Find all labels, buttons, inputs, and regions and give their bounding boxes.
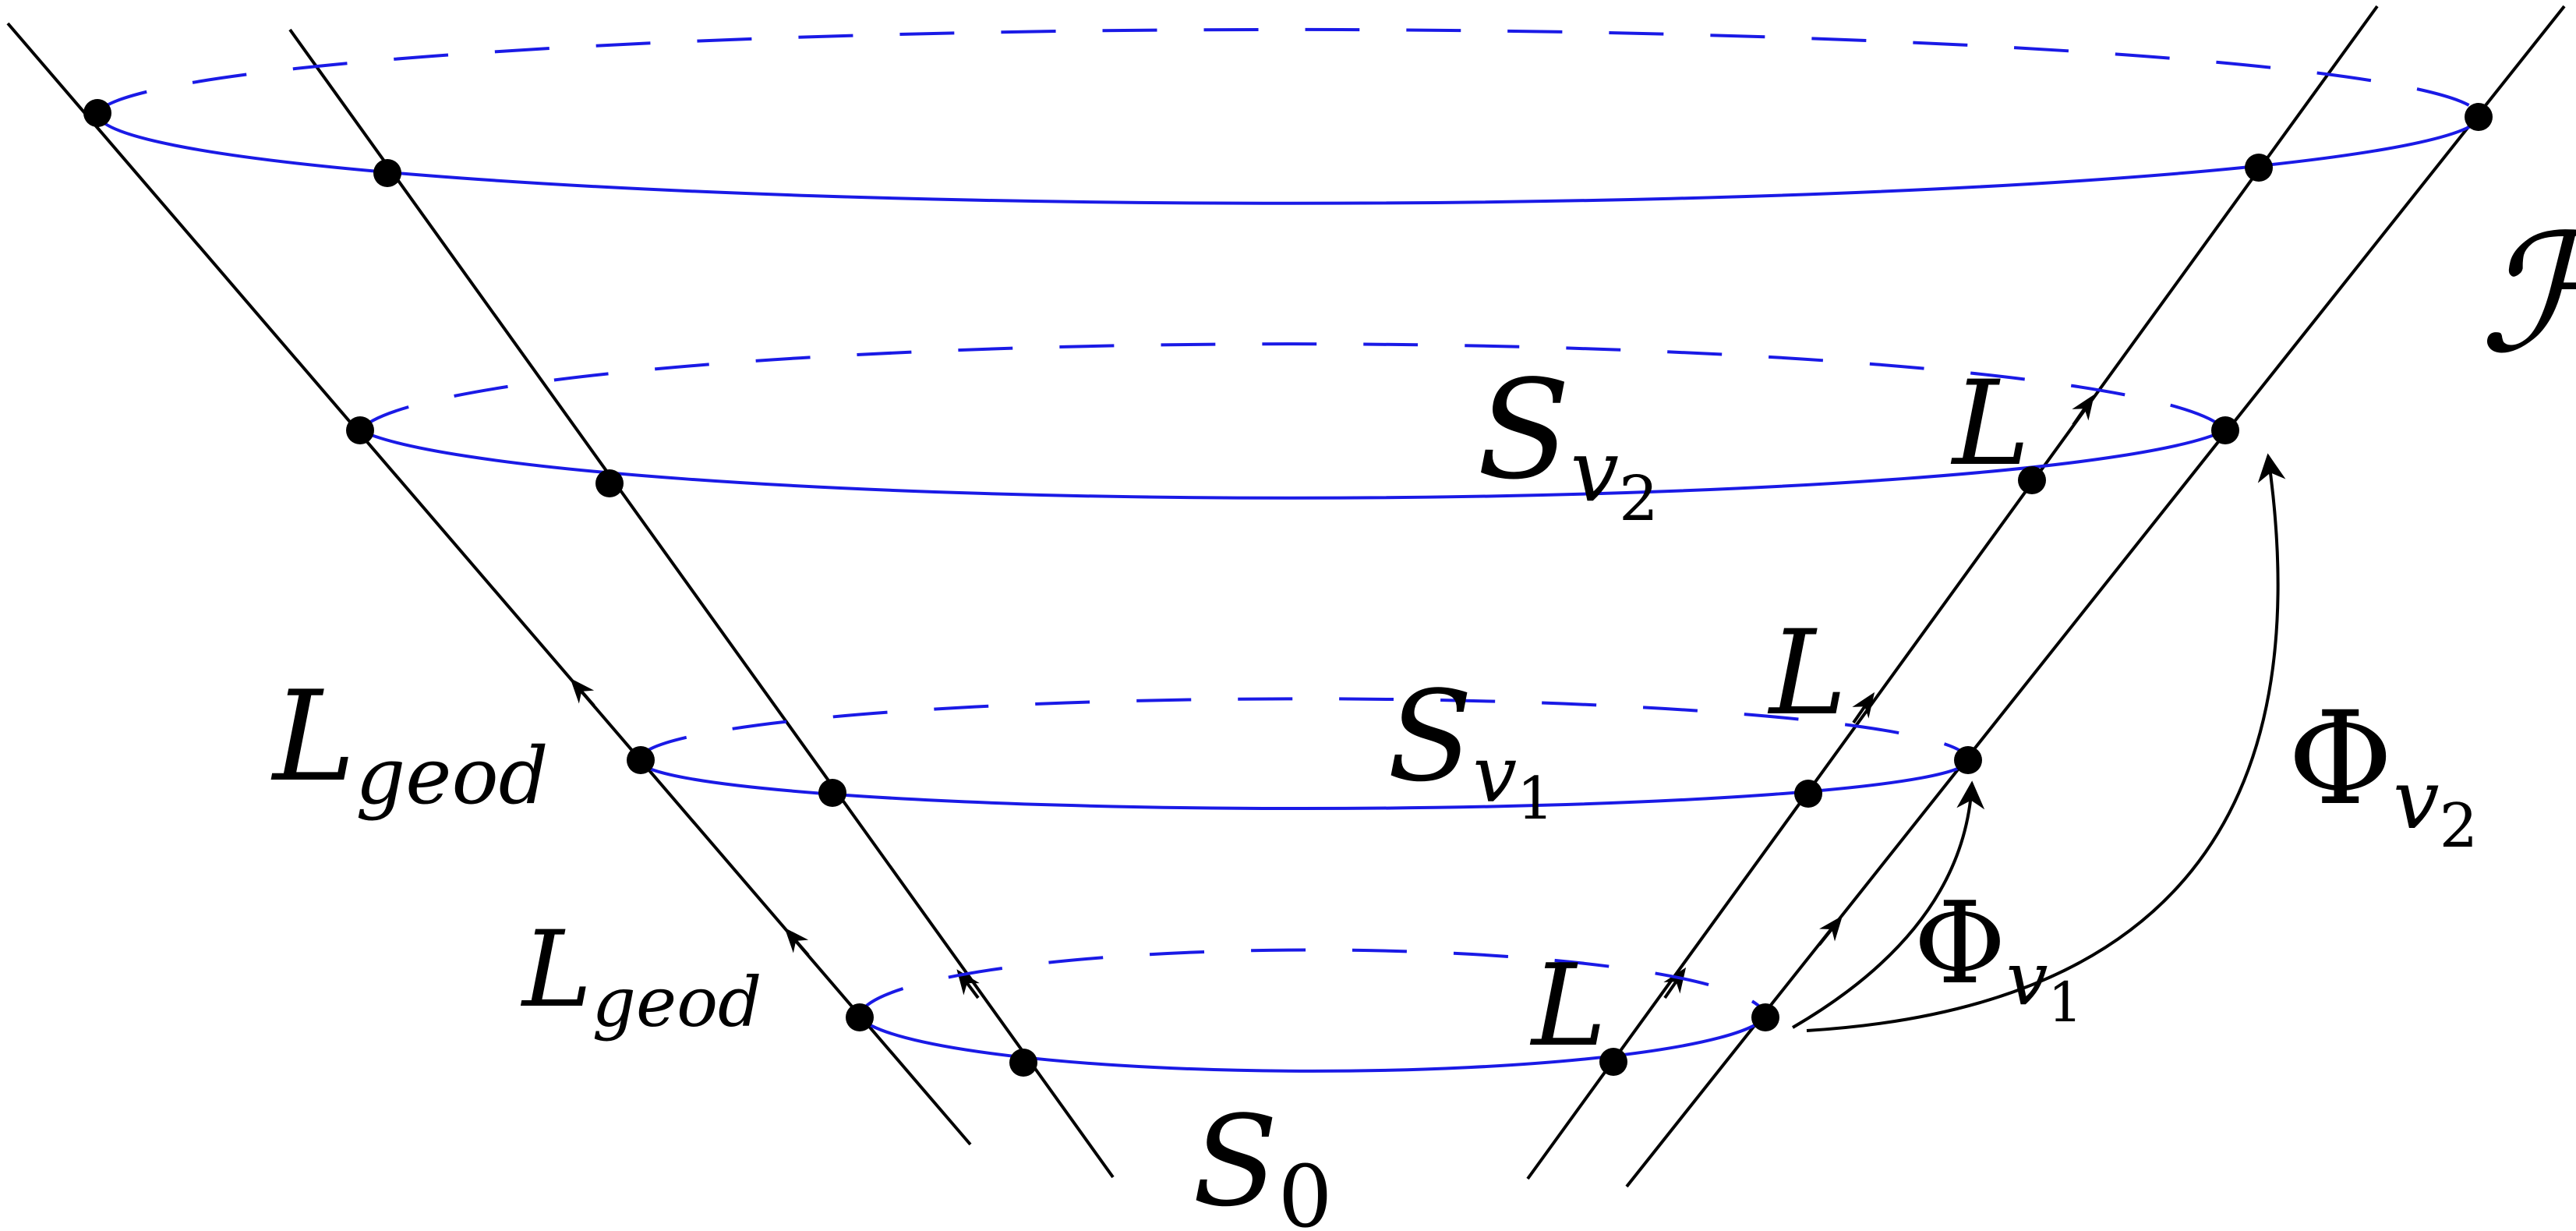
flow-arrows (1791, 453, 2286, 1032)
section-sv1-back (638, 697, 1970, 761)
label-l-geod-upper: Lgeod (270, 663, 549, 822)
point (346, 416, 374, 444)
horizon-label: ℋ (2479, 199, 2576, 390)
point (1599, 1048, 1627, 1076)
intersection-points (83, 99, 2493, 1077)
point (83, 99, 111, 127)
point (818, 779, 846, 807)
label-s-0: S0 (1193, 1088, 1333, 1231)
label-l-top: L (1950, 356, 2030, 492)
point (627, 746, 655, 774)
point (373, 159, 401, 187)
generator-line-left-outer (6, 22, 972, 1146)
label-phi-v2: Φv2 (2288, 684, 2478, 861)
point (595, 469, 624, 497)
point (2465, 103, 2493, 131)
point (1954, 746, 1982, 774)
phi-v1-arrow (1791, 780, 1985, 1029)
section-s0-front (858, 1016, 1767, 1073)
generator-arrow (1663, 967, 1687, 999)
generator-arrow (1818, 915, 1843, 946)
point (2211, 416, 2239, 444)
generator-arrow (956, 969, 980, 999)
generator-line-right-outer (1625, 5, 2566, 1188)
section-s0-back (858, 948, 1767, 1018)
point (1751, 1003, 1779, 1031)
generator-arrow (570, 677, 595, 707)
label-s-v1: Sv1 (1387, 663, 1554, 833)
point (1794, 780, 1822, 808)
generator-arrow (2072, 394, 2095, 426)
section-sv2-front (359, 429, 2226, 500)
point (2018, 466, 2046, 494)
generator-arrow (1852, 692, 1875, 724)
section-top-back (96, 27, 2482, 122)
label-l-geod-lower: Lgeod (520, 908, 761, 1042)
section-top-front (95, 112, 2480, 205)
point (846, 1003, 874, 1031)
section-sv1-front (638, 759, 1970, 811)
label-l-mid: L (1767, 606, 1847, 741)
section-sv2-back (359, 342, 2227, 432)
label-phi-v1: Φv1 (1913, 878, 2083, 1035)
phi-v2-arrow (1806, 453, 2286, 1032)
point (1009, 1049, 1037, 1077)
point (2245, 154, 2273, 182)
generator-arrow (784, 927, 810, 957)
label-s-v2: Sv2 (1477, 352, 1659, 535)
cross-sections (95, 27, 2482, 1073)
generator-arrows (570, 394, 2095, 999)
label-l-bottom: L (1529, 940, 1606, 1072)
